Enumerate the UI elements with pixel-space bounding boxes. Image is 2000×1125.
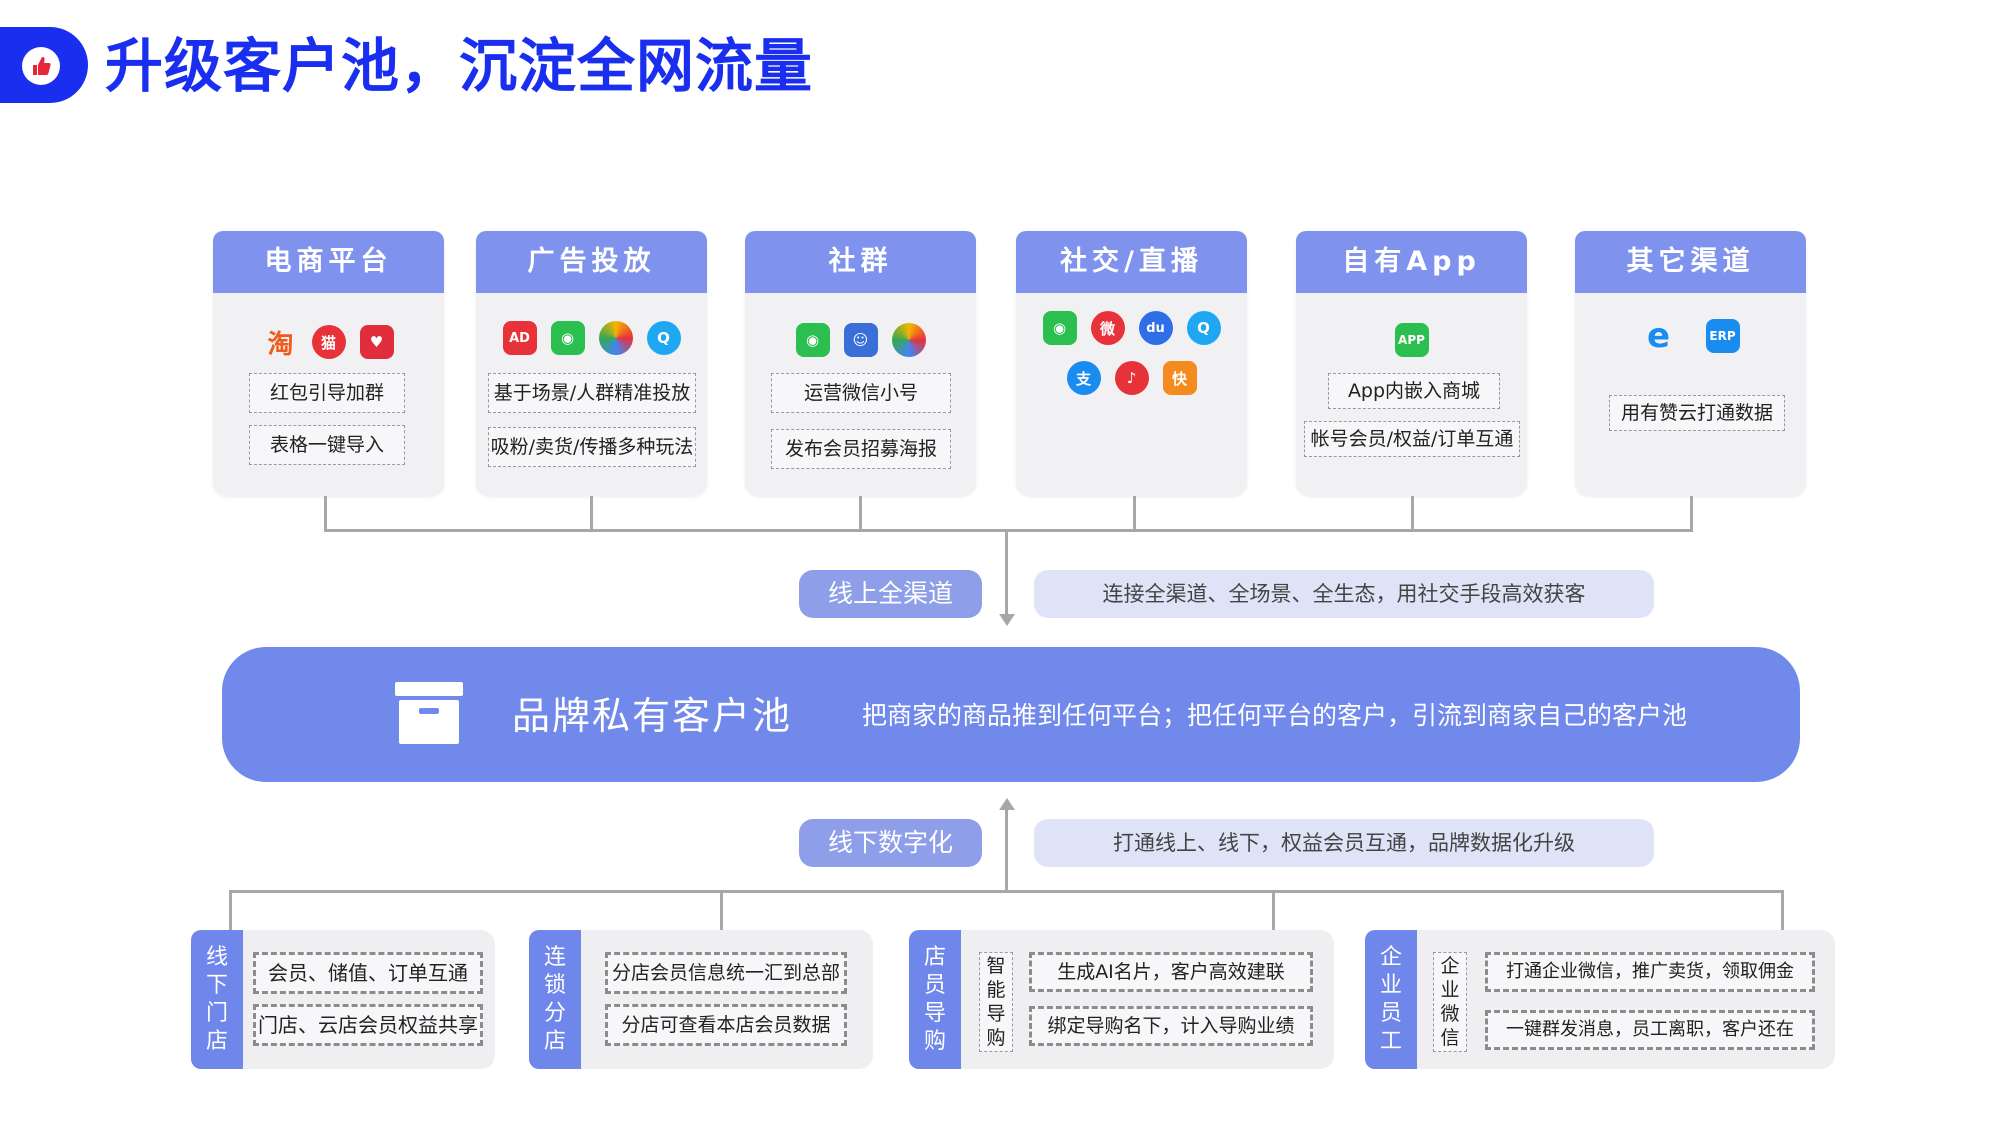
channel-title: 社交/直播 [1016,231,1247,293]
arrow-up [1005,810,1008,892]
offline-item: 生成AI名片，客户高效建联 [1029,952,1313,992]
contact-icon: ☺ [843,323,878,357]
channel-item: 发布会员招募海报 [771,429,951,469]
channel-title: 社群 [745,231,976,293]
channel-card-community: 社群 ◉ ☺ 运营微信小号 发布会员招募海报 [745,231,976,496]
channel-item: App内嵌入商城 [1328,373,1500,409]
channel-card-ads: 广告投放 AD ◉ Q 基于场景/人群精准投放 吸粉/卖货/传播多种玩法 [476,231,707,496]
taobao-icon: 淘 [267,329,294,360]
wechat-icon: ◉ [1042,311,1077,345]
weibo-icon: 微 [1090,311,1125,345]
offline-card-side: 店员导购 [909,930,961,1069]
ad-icon: AD [502,321,537,355]
channel-item: 吸粉/卖货/传播多种玩法 [488,427,696,467]
app-icon: APP [1394,323,1429,357]
customer-pool-title: 品牌私有客户池 [512,694,793,738]
offline-card-side: 企业员工 [1365,930,1417,1069]
online-note: 连接全渠道、全场景、全生态，用社交手段高效获客 [1034,570,1654,618]
alipay-icon: 支 [1066,361,1101,395]
qq-icon: Q [646,321,681,355]
pinduoduo-icon: ♥ [359,325,394,359]
online-label: 线上全渠道 [799,570,982,618]
arrow-down [1005,529,1008,619]
offline-card-chain: 连锁分店 分店会员信息统一汇到总部 分店可查看本店会员数据 [529,930,873,1069]
offline-item: 门店、云店会员权益共享 [253,1004,483,1046]
channel-card-ecommerce: 电商平台 淘 猫 ♥ 红包引导加群 表格一键导入 [213,231,444,496]
customer-pool-bar [222,647,1800,782]
wechat-icon: ◉ [795,323,830,357]
offline-card-side: 线下门店 [191,930,243,1069]
channel-title: 电商平台 [213,231,444,293]
offline-item: 分店可查看本店会员数据 [605,1004,847,1046]
channel-title: 其它渠道 [1575,231,1806,293]
channel-title: 广告投放 [476,231,707,293]
offline-item: 一键群发消息，员工离职，客户还在 [1485,1010,1815,1050]
channel-title: 自有App [1296,231,1527,293]
baidu-icon: du [1138,311,1173,345]
title-badge [0,27,88,103]
archive-box-icon [395,682,463,744]
offline-item: 会员、储值、订单互通 [253,952,483,994]
ie-icon: e [1646,316,1671,356]
douyin-icon: ♪ [1114,361,1149,395]
kuaishou-icon: 快 [1162,361,1197,395]
offline-item: 绑定导购名下，计入导购业绩 [1029,1006,1313,1046]
wechat-icon: ◉ [550,321,585,355]
offline-card-staff: 企业员工 企业微信 打通企业微信，推广卖货，领取佣金 一键群发消息，员工离职，客… [1365,930,1835,1069]
channel-item: 红包引导加群 [249,373,405,413]
offline-sub-label: 智能导购 [979,952,1013,1052]
page-title: 升级客户池，沉淀全网流量 [105,32,814,100]
customer-pool-desc: 把商家的商品推到任何平台；把任何平台的客户，引流到商家自己的客户池 [862,701,1688,730]
channel-item: 运营微信小号 [771,373,951,413]
channel-card-other: 其它渠道 e ERP 用有赞云打通数据 [1575,231,1806,496]
offline-label: 线下数字化 [799,819,982,867]
channel-item: 表格一键导入 [249,425,405,465]
channel-card-own-app: 自有App APP App内嵌入商城 帐号会员/权益/订单互通 [1296,231,1527,496]
qq-icon: Q [1186,311,1221,345]
offline-card-store: 线下门店 会员、储值、订单互通 门店、云店会员权益共享 [191,930,495,1069]
offline-card-guide: 店员导购 智能导购 生成AI名片，客户高效建联 绑定导购名下，计入导购业绩 [909,930,1334,1069]
moments-icon [598,321,633,355]
tmall-icon: 猫 [311,325,346,359]
erp-icon: ERP [1705,319,1740,353]
offline-card-side: 连锁分店 [529,930,581,1069]
offline-note: 打通线上、线下，权益会员互通，品牌数据化升级 [1034,819,1654,867]
moments-icon [891,323,926,357]
channel-item: 用有赞云打通数据 [1609,395,1785,431]
offline-sub-label: 企业微信 [1433,952,1467,1052]
channel-item: 帐号会员/权益/订单互通 [1304,421,1520,457]
offline-item: 分店会员信息统一汇到总部 [605,952,847,994]
channel-item: 基于场景/人群精准投放 [488,373,696,413]
offline-item: 打通企业微信，推广卖货，领取佣金 [1485,952,1815,992]
thumbs-up-icon [22,47,60,85]
channel-card-social-live: 社交/直播 ◉ 微 du Q 支 ♪ 快 [1016,231,1247,496]
